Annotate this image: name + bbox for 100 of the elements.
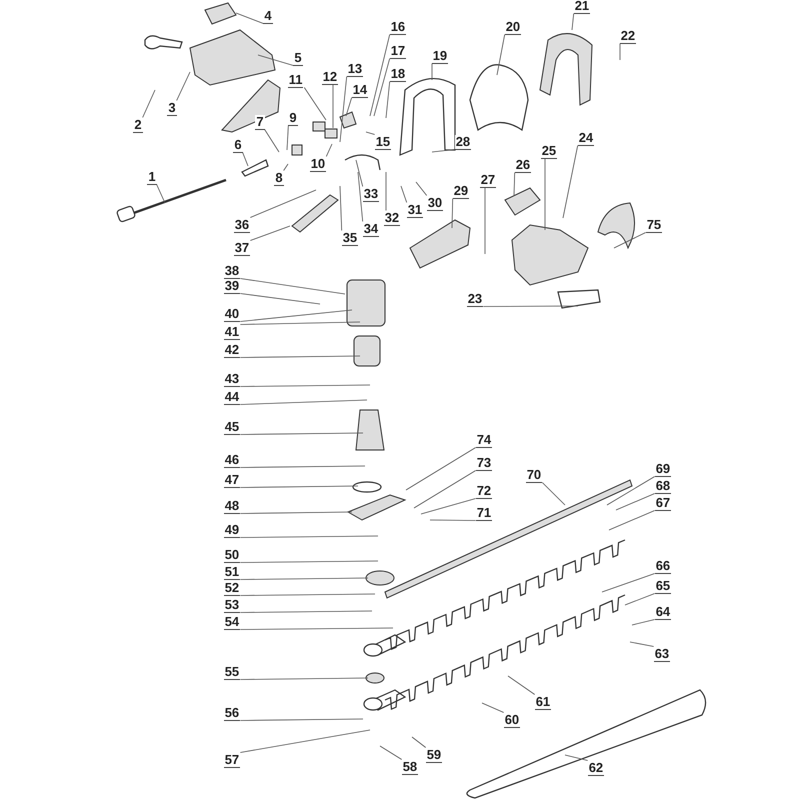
leader-line [416, 182, 428, 196]
leader-line [240, 610, 372, 613]
callout-number: 51 [224, 564, 240, 580]
leader-line [544, 158, 546, 230]
callout-number: 7 [255, 114, 265, 130]
callout-number: 30 [426, 196, 444, 210]
leader-line [606, 476, 656, 506]
callout-number: 22 [620, 28, 636, 44]
callout-number: 14 [352, 82, 368, 98]
leader-line [624, 593, 656, 606]
callout-number: 73 [476, 456, 492, 470]
callout-number: 4 [263, 8, 273, 24]
leader-line [602, 573, 656, 592]
leader-line [283, 164, 288, 171]
callout-number: 55 [224, 664, 240, 680]
callout-number: 63 [654, 646, 670, 662]
leader-line [176, 72, 190, 101]
leader-line [240, 322, 360, 325]
callout-number: 59 [426, 748, 442, 762]
callout-number: 43 [224, 372, 240, 386]
callout-number: 1 [147, 170, 157, 184]
leader-line [356, 160, 364, 187]
callout-number: 68 [654, 478, 672, 494]
leader-line [240, 678, 368, 680]
leader-line [240, 730, 370, 753]
callout-number: 74 [476, 432, 492, 448]
callout-number: 75 [646, 218, 662, 232]
leader-line [432, 149, 456, 152]
leader-line [264, 129, 280, 152]
callout-number: 49 [224, 522, 240, 538]
leader-line [614, 232, 646, 248]
leader-line [452, 198, 454, 228]
leader-line [616, 493, 656, 510]
leader-line [374, 58, 390, 116]
callout-number: 61 [534, 694, 552, 710]
leader-line [142, 90, 156, 118]
callout-number: 15 [374, 134, 392, 150]
leader-line [240, 466, 366, 468]
leader-line [240, 486, 358, 488]
callout-number: 25 [540, 144, 558, 158]
leader-line [420, 498, 476, 514]
leader-line [240, 310, 352, 322]
leader-line [240, 432, 364, 435]
leader-line [562, 145, 578, 218]
callout-number: 65 [654, 578, 672, 594]
leader-line [240, 628, 394, 630]
callout-number: 18 [390, 66, 406, 82]
leader-line [414, 470, 476, 508]
leader-line [236, 12, 264, 24]
leader-line [286, 125, 289, 150]
callout-number: 10 [310, 156, 326, 172]
leader-line [542, 482, 566, 506]
callout-number: 72 [476, 484, 492, 498]
callout-number: 13 [346, 62, 364, 76]
callout-number: 26 [514, 158, 532, 172]
leader-line [514, 172, 516, 196]
callout-number: 5 [293, 50, 303, 66]
callout-number: 6 [233, 138, 243, 152]
callout-number: 17 [390, 44, 406, 58]
callout-number: 42 [224, 342, 240, 358]
callout-number: 31 [406, 202, 424, 218]
callout-number: 34 [362, 222, 380, 236]
callout-number: 57 [224, 752, 240, 768]
leader-line [240, 384, 370, 387]
callout-number: 69 [654, 462, 672, 476]
leader-line [380, 746, 402, 760]
callout-number: 23 [466, 292, 484, 306]
leader-line [572, 13, 574, 30]
leader-line [340, 76, 348, 142]
callout-number: 12 [322, 70, 338, 84]
leader-line [346, 97, 352, 116]
leader-line [482, 702, 504, 713]
leader-line [326, 144, 332, 157]
callout-number: 54 [224, 614, 240, 630]
leader-line [430, 520, 476, 521]
callout-number: 28 [454, 134, 472, 150]
callout-number: 47 [224, 472, 240, 488]
callout-number: 35 [342, 230, 358, 246]
callout-number: 27 [480, 172, 496, 188]
callout-number: 48 [224, 498, 240, 514]
leader-line [632, 619, 656, 626]
callout-number: 71 [476, 506, 492, 520]
callout-number: 41 [224, 324, 240, 340]
callout-number: 21 [574, 0, 590, 14]
leader-line [340, 186, 342, 231]
leader-line [240, 594, 376, 596]
leader-line [304, 87, 326, 120]
leader-line [366, 132, 376, 135]
callout-number: 44 [224, 390, 240, 404]
leader-line [484, 187, 486, 254]
callout-number: 66 [654, 558, 672, 574]
leader-line [240, 278, 346, 294]
callout-number: 24 [578, 130, 594, 146]
leader-line [630, 642, 654, 647]
leader-line [386, 81, 390, 118]
leader-line [508, 676, 536, 695]
leader-line [240, 718, 364, 721]
callout-number: 8 [274, 170, 284, 186]
callout-number: 50 [224, 548, 240, 562]
callout-number: 39 [224, 278, 240, 294]
